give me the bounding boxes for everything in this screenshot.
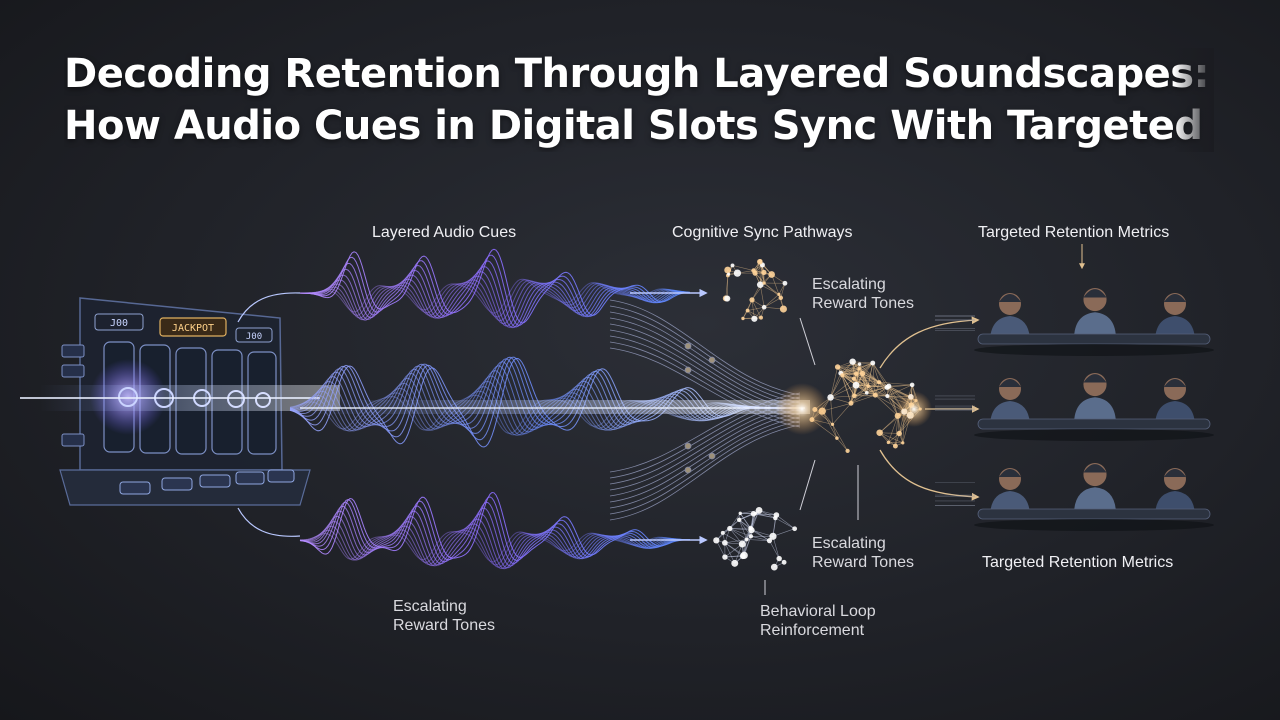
audience-group-1 [935, 288, 1214, 356]
label-cognitive-sync-pathways: Cognitive Sync Pathways [672, 224, 853, 241]
slot-panel-left-text: J00 [110, 318, 128, 329]
label-targeted-retention-top: Targeted Retention Metrics [978, 224, 1170, 241]
arrow-audience-1 [879, 316, 980, 369]
label-escalating-bottom-line1: Escalating [393, 598, 467, 615]
sync-pathways [609, 299, 801, 521]
pointer-escalating-bottom [799, 459, 816, 511]
wave-bottom [299, 491, 691, 570]
network-center [776, 358, 932, 453]
slot-machine: J00 JACKPOT J00 [20, 297, 340, 506]
label-escalating-top-line1: Escalating [812, 276, 886, 293]
slot-panel-jackpot-text: JACKPOT [172, 323, 214, 334]
wave-top [299, 248, 691, 329]
title-line-2: How Audio Cues in Digital Slots Sync Wit… [64, 103, 1214, 149]
wave-middle [289, 356, 810, 448]
label-behavioral-loop-line2: Reinforcement [760, 622, 865, 639]
label-escalating-bottom: Escalating Reward Tones [393, 597, 495, 635]
pointer-escalating-top [799, 317, 816, 366]
title: Decoding Retention Through Layered Sound… [64, 48, 1214, 152]
label-escalating-mid: Escalating Reward Tones [812, 534, 914, 572]
slot-panel-right-text: J00 [246, 332, 262, 342]
connector-slot-top [237, 292, 301, 323]
label-escalating-top: Escalating Reward Tones [812, 275, 914, 313]
label-targeted-retention-bottom: Targeted Retention Metrics [982, 554, 1174, 571]
label-escalating-mid-line1: Escalating [812, 535, 886, 552]
label-escalating-top-line2: Reward Tones [812, 295, 914, 312]
label-behavioral-loop-line1: Behavioral Loop [760, 603, 876, 620]
arrow-audience-3 [879, 449, 980, 501]
label-behavioral-loop: Behavioral Loop Reinforcement [760, 602, 876, 640]
title-line-1: Decoding Retention Through Layered Sound… [64, 51, 1210, 97]
slot-panel-left [94, 313, 144, 331]
slot-panel-jackpot [159, 317, 227, 337]
network-bottom [713, 506, 798, 571]
connector-slot-bottom [237, 507, 301, 537]
label-layered-audio-cues: Layered Audio Cues [372, 224, 517, 241]
audience-group-3 [935, 463, 1214, 531]
audience-group-2 [935, 373, 1214, 441]
label-escalating-bottom-line2: Reward Tones [393, 617, 495, 634]
network-top [722, 258, 788, 322]
slot-panel-right [235, 327, 273, 343]
label-escalating-mid-line2: Reward Tones [812, 554, 914, 571]
